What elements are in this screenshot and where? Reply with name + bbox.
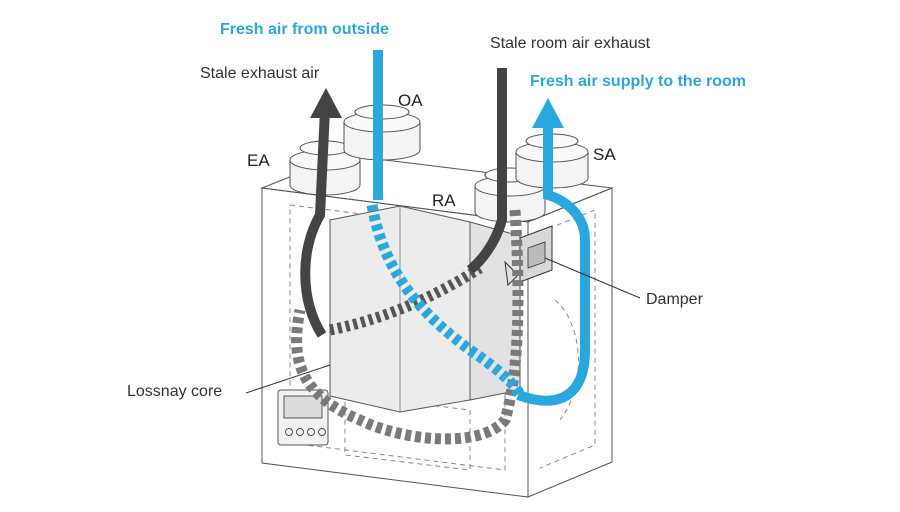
ea-outflow	[300, 109, 330, 338]
label-stale-room-air-exhaust: Stale room air exhaust	[490, 35, 651, 52]
label-stale-exhaust-air: Stale exhaust air	[200, 65, 320, 82]
damper	[504, 225, 553, 287]
ra-inflow	[466, 68, 507, 274]
label-fresh-air-supply: Fresh air supply to the room	[530, 73, 746, 90]
label-damper: Damper	[646, 291, 704, 308]
ea-arrowhead	[310, 88, 342, 118]
port-label-sa: SA	[593, 145, 616, 164]
sa-outflow	[516, 120, 590, 406]
stale-core-crossing	[328, 263, 483, 336]
stale-return-flow	[291, 209, 524, 445]
fresh-core-flow	[366, 204, 525, 398]
port-label-ra: RA	[432, 191, 456, 210]
port-label-ea: EA	[247, 151, 270, 170]
lossnay-core-leader	[245, 364, 331, 394]
damper-leader	[544, 257, 641, 299]
controller-panel	[277, 389, 329, 446]
label-lossnay-core: Lossnay core	[127, 383, 222, 400]
label-fresh-air-from-outside: Fresh air from outside	[220, 21, 389, 38]
port-label-oa: OA	[398, 91, 423, 110]
sa-arrowhead	[532, 98, 564, 128]
